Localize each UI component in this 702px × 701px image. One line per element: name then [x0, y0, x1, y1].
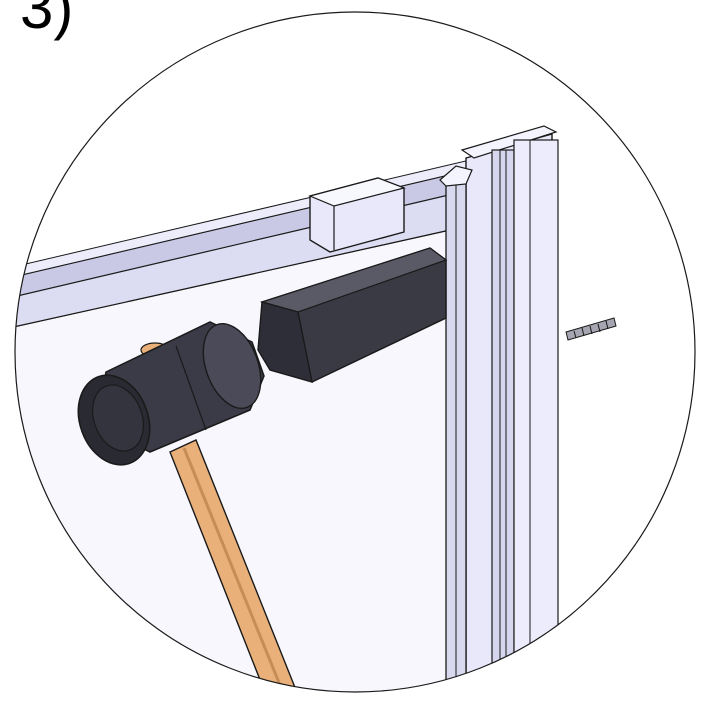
detail-circle-outline [14, 11, 696, 693]
detail-view-content [15, 125, 617, 692]
gasket-cap [439, 165, 473, 187]
mallet-handle [169, 439, 302, 692]
wall-profile-right-face [513, 139, 559, 692]
screw-icon [565, 317, 617, 341]
step-number-label: 3) [20, 0, 74, 41]
rubber-mallet-icon [77, 321, 265, 466]
rail-clamp-top [308, 177, 406, 207]
wall-profile-channel [491, 149, 515, 692]
wall-profile-top [460, 125, 558, 159]
rubber-wedge-icon [257, 247, 448, 383]
